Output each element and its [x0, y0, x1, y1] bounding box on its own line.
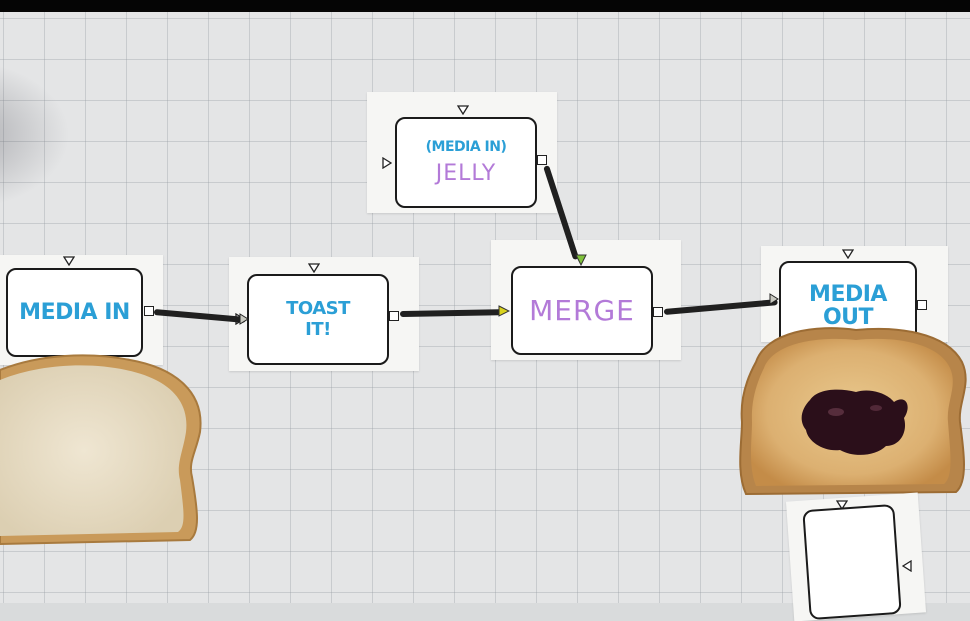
media-out-top-input-triangle: [842, 249, 854, 259]
toast-it-node[interactable]: TOAST IT!: [247, 274, 389, 365]
toast-it-output-port[interactable]: [389, 311, 399, 321]
jelly-node[interactable]: (MEDIA IN) JELLY: [395, 117, 537, 208]
media-in-label: MEDIA IN: [19, 299, 130, 325]
toast-it-label-line2: IT!: [305, 318, 331, 340]
jelly-left-input-triangle: [382, 157, 392, 169]
media-out-label: MEDIA OUT: [809, 281, 887, 330]
partial-card-right-triangle: [902, 560, 912, 572]
partial-card-top-input-triangle: [836, 500, 848, 510]
merge-output-port[interactable]: [653, 307, 663, 317]
jelly-label: JELLY: [435, 161, 497, 187]
media-out-output-port[interactable]: [917, 300, 927, 310]
toast-with-jelly-image: [739, 327, 967, 496]
merge-yellow-arrow-icon: [498, 305, 510, 317]
jelly-top-input-triangle: [457, 105, 469, 115]
toast-input-arrow-icon: [239, 313, 249, 325]
top-black-bar: [0, 0, 970, 12]
plain-bread-slice-image: [0, 354, 202, 546]
media-out-input-arrow-icon: [769, 293, 779, 305]
jelly-sublabel: (MEDIA IN): [425, 138, 507, 155]
media-in-top-input-triangle: [63, 256, 75, 266]
hand-shadow: [0, 60, 70, 210]
merge-node[interactable]: MERGE: [511, 266, 653, 355]
jelly-output-port[interactable]: [537, 155, 547, 165]
media-in-node[interactable]: MEDIA IN: [6, 268, 143, 357]
merge-label: MERGE: [529, 293, 635, 327]
toast-it-top-input-triangle: [308, 263, 320, 273]
media-in-output-port[interactable]: [144, 306, 154, 316]
toast-it-label-line1: TOAST: [286, 297, 350, 319]
merge-green-arrow-icon: [575, 254, 587, 266]
